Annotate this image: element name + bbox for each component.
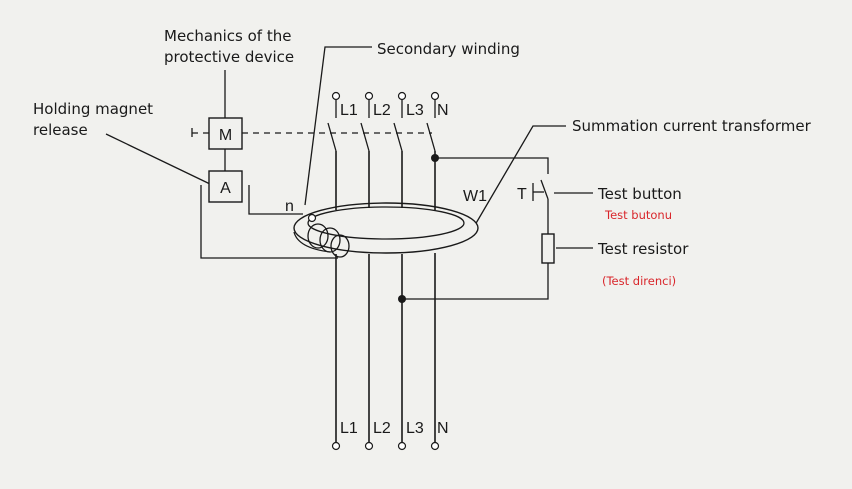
w1-marker: W1: [463, 188, 487, 205]
terminal-top-n: [430, 91, 440, 101]
test-switch-contact: [540, 179, 549, 200]
coil-turn-1: [307, 223, 329, 249]
holding-magnet-label-line2: release: [33, 121, 88, 139]
test-resistor: [541, 233, 555, 264]
terminal-bottom-n: [430, 441, 440, 451]
terminal-top-l3: [397, 91, 407, 101]
secondary-winding-label: Secondary winding: [377, 40, 520, 58]
winding-terminal: [307, 213, 317, 223]
terminal-bottom-l3-label: L3: [406, 420, 424, 437]
junction-l3: [398, 295, 406, 303]
test-button-translation: Test butonu: [604, 208, 672, 222]
terminal-top-n-label: N: [437, 102, 449, 119]
terminal-bottom-l2-label: L2: [373, 420, 391, 437]
secondary-winding-leader: [304, 46, 372, 206]
n-marker: n: [285, 198, 294, 215]
toroid-bottom-edge: [293, 231, 331, 253]
test-wire-bottom: [402, 263, 549, 300]
coil-turn-2: [319, 227, 341, 253]
terminal-top-l1: [331, 91, 341, 101]
mechanics-label-line1: Mechanics of the: [164, 27, 291, 45]
test-switch-label: T: [517, 186, 527, 203]
terminal-bottom-l1-label: L1: [340, 420, 358, 437]
winding-wire-upper: [248, 185, 303, 215]
coil-turn-3: [330, 234, 350, 258]
terminal-bottom-l2: [364, 441, 374, 451]
terminal-top-l2: [364, 91, 374, 101]
terminal-bottom-n-label: N: [437, 420, 449, 437]
test-resistor-translation: (Test direnci): [602, 274, 676, 288]
terminal-top-l3-label: L3: [406, 102, 424, 119]
holding-magnet-label-line1: Holding magnet: [33, 100, 153, 118]
terminal-bottom-l3: [397, 441, 407, 451]
actuator-box-label: A: [220, 180, 231, 197]
winding-wire-lower: [200, 185, 338, 259]
summation-ct-label: Summation current transformer: [572, 117, 812, 135]
actuator-box: [208, 170, 243, 203]
mechanics-label-line2: protective device: [164, 48, 294, 66]
holding-magnet-leader: [105, 133, 211, 185]
summation-ct-leader: [474, 125, 566, 226]
contact-l2: [360, 122, 370, 152]
motor-box-label: M: [219, 127, 232, 144]
contact-l3: [393, 122, 403, 152]
terminal-bottom-l1: [331, 441, 341, 451]
test-button-label: Test button: [597, 185, 682, 203]
terminal-top-l2-label: L2: [373, 102, 391, 119]
terminal-top-l1-label: L1: [340, 102, 358, 119]
contact-n: [426, 122, 436, 152]
test-resistor-label: Test resistor: [597, 240, 689, 258]
test-wire-top: [435, 157, 549, 174]
contact-l1: [327, 122, 337, 152]
toroid-inner: [307, 206, 465, 240]
